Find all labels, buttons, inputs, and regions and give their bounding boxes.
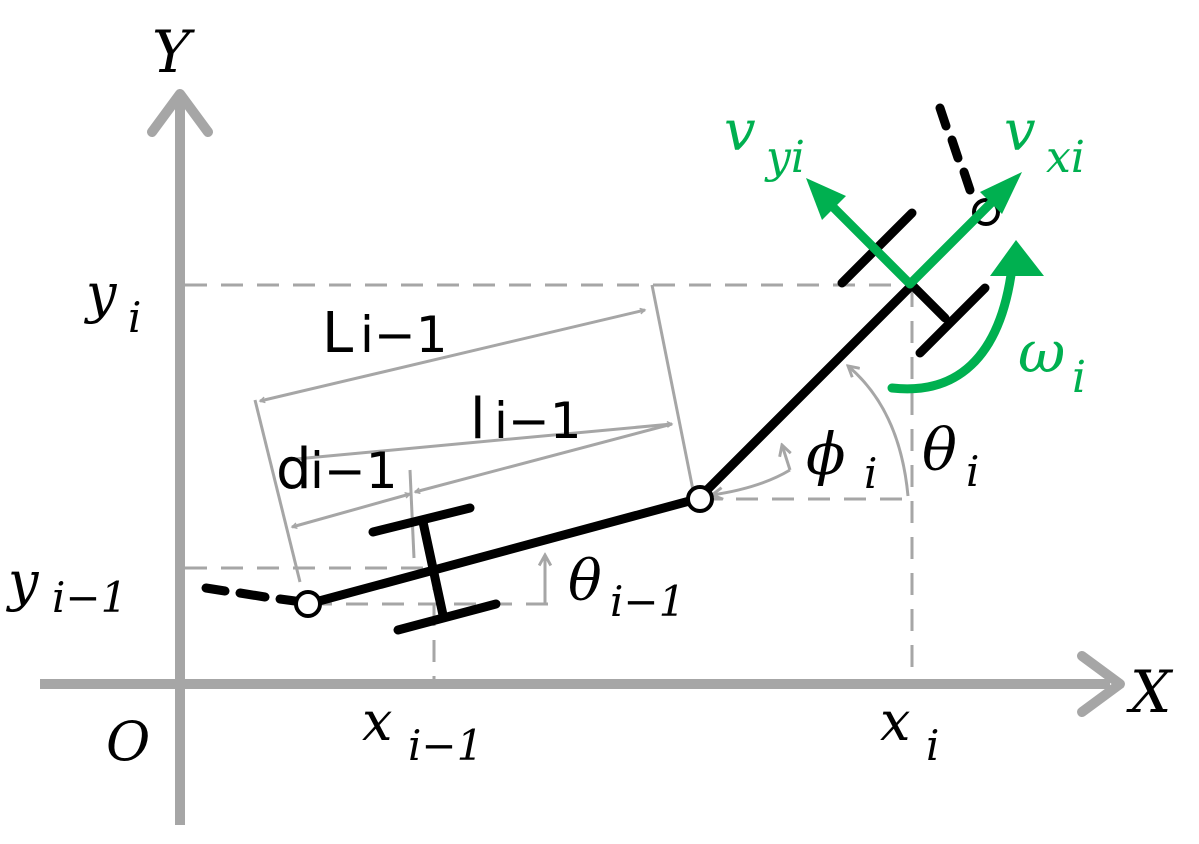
y-prev-label: y i−1 <box>6 550 127 622</box>
joint-i <box>686 485 714 513</box>
vy-arrow-head <box>806 178 846 220</box>
l-label: l i−1 <box>470 387 582 452</box>
theta-i-label: θ i <box>922 416 979 496</box>
theta-i-arc <box>848 366 910 497</box>
omega-arrow-head <box>990 240 1044 276</box>
vx-arrow-head <box>980 172 1022 214</box>
svg-text:i−1: i−1 <box>310 442 398 500</box>
joint-i-minus-1 <box>294 590 322 618</box>
svg-text:θ: θ <box>922 416 957 484</box>
y-axis <box>147 89 213 825</box>
svg-text:i: i <box>926 721 939 770</box>
svg-text:l: l <box>470 387 486 452</box>
link-i-minus-1 <box>201 494 702 635</box>
phi-arc <box>712 468 791 495</box>
svg-text:v: v <box>1004 99 1036 164</box>
svg-text:i−1: i−1 <box>52 573 127 622</box>
vy-label: v yi <box>724 99 805 183</box>
svg-text:ω: ω <box>1018 318 1065 386</box>
svg-text:y: y <box>6 550 40 613</box>
svg-text:i: i <box>1072 352 1086 403</box>
svg-text:xi: xi <box>1046 132 1085 183</box>
phi-arc-tick <box>782 445 790 471</box>
y-axis-label: Y <box>152 18 195 86</box>
l-dimension-arrow <box>415 422 673 492</box>
theta-prev-label: θ i−1 <box>568 549 685 626</box>
svg-text:θ: θ <box>568 549 602 614</box>
d-dimension-arrow <box>292 494 410 527</box>
svg-text:i: i <box>864 449 877 498</box>
svg-text:yi: yi <box>764 132 805 183</box>
svg-text:y: y <box>84 262 118 325</box>
svg-text:L: L <box>322 301 353 366</box>
svg-text:i: i <box>966 447 979 496</box>
omega-arc <box>887 263 1017 394</box>
L-label: L i−1 <box>322 301 448 366</box>
dimension-lines <box>253 284 910 604</box>
omega-label: ω i <box>1018 318 1086 403</box>
l-dimension-arrow-long <box>284 424 672 462</box>
y-i-label: y i <box>84 262 141 342</box>
svg-text:x: x <box>880 690 910 753</box>
phi-label: ϕ i <box>806 420 877 498</box>
svg-text:i−1: i−1 <box>408 721 483 770</box>
x-i-label: x i <box>880 690 939 770</box>
svg-text:i−1: i−1 <box>610 577 685 626</box>
vx-label: v xi <box>1004 99 1085 183</box>
L-dimension-arrow <box>260 310 645 401</box>
d-label: d i−1 <box>276 437 398 502</box>
origin-label: O <box>106 710 150 773</box>
svg-text:x: x <box>362 690 392 753</box>
svg-text:v: v <box>724 99 756 164</box>
x-axis-label: X <box>1126 658 1174 726</box>
x-prev-label: x i−1 <box>362 690 483 770</box>
svg-text:i: i <box>128 293 141 342</box>
svg-text:ϕ: ϕ <box>806 420 846 488</box>
svg-text:i−1: i−1 <box>494 392 582 450</box>
svg-text:d: d <box>276 437 312 502</box>
svg-text:i−1: i−1 <box>360 306 448 364</box>
x-axis <box>40 651 1125 717</box>
